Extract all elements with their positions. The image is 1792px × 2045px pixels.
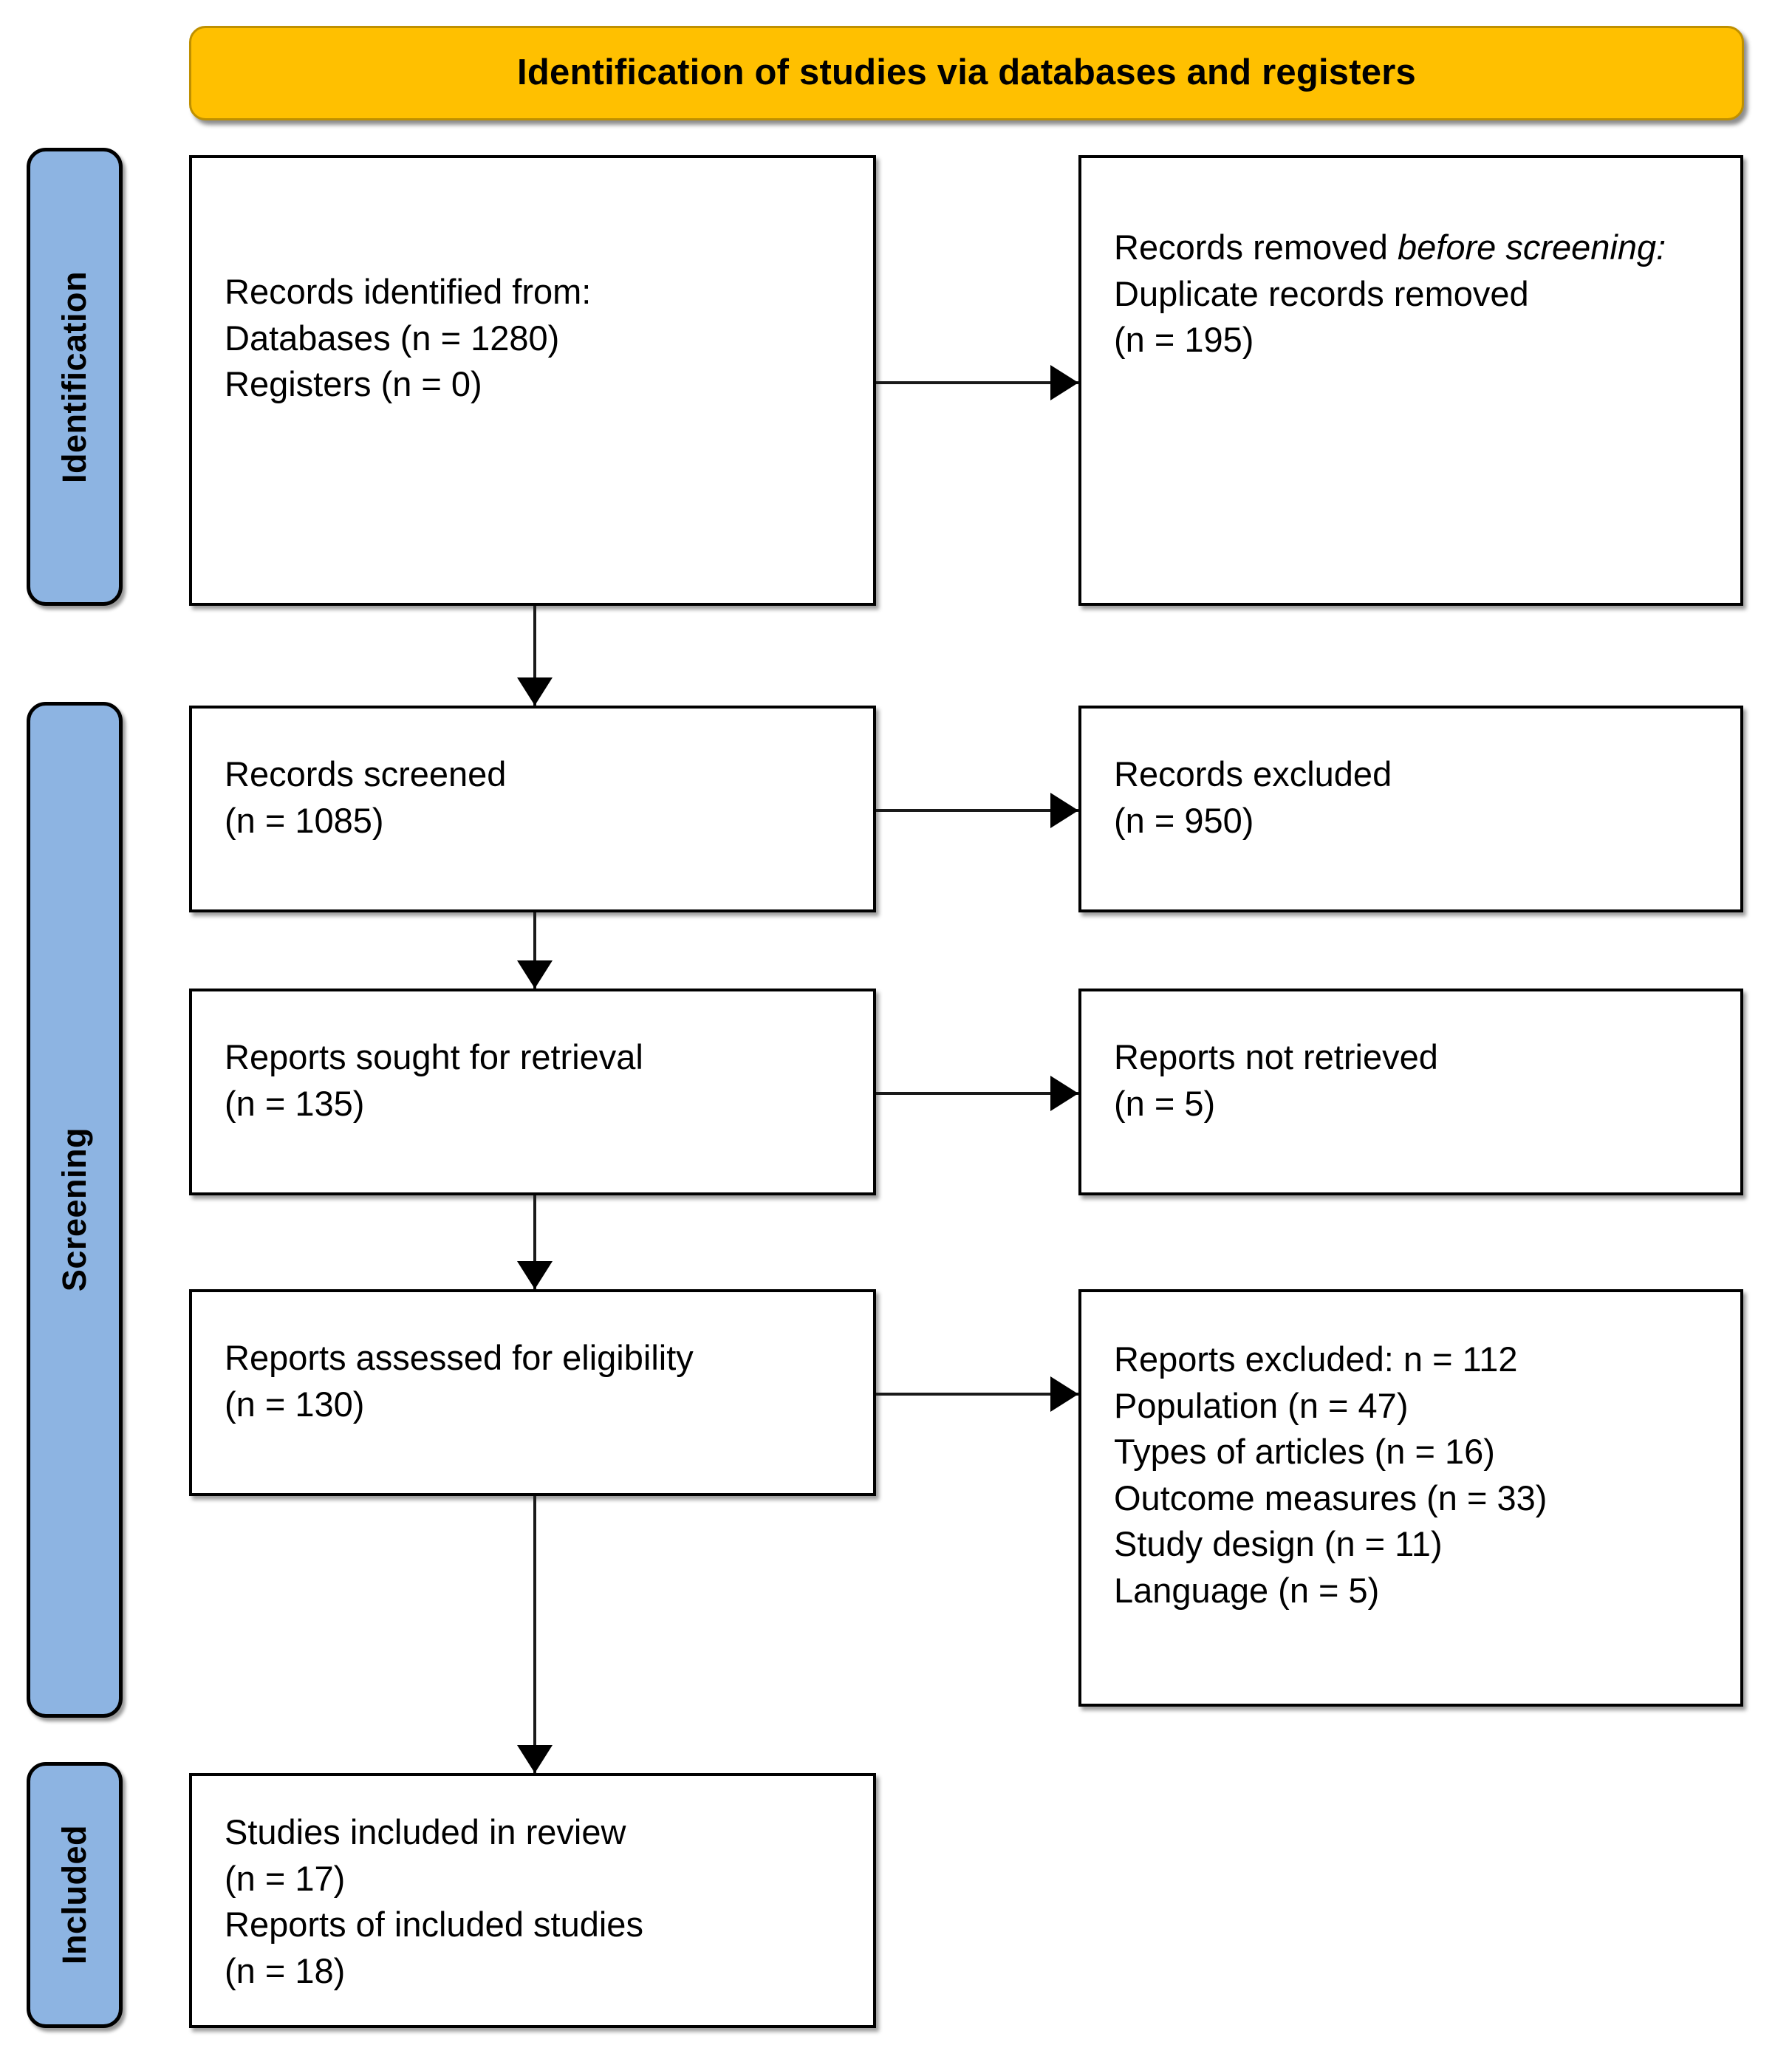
records-removed-line3: (n = 195) [1114, 320, 1254, 359]
diagram-header-banner: Identification of studies via databases … [189, 26, 1744, 120]
connector-assessed-to-excluded-reports [876, 1393, 1078, 1396]
records-removed-line2: Duplicate records removed [1114, 273, 1529, 313]
box-records-removed-text: Records removed before screening: Duplic… [1114, 225, 1726, 363]
connector-identified-to-screened [533, 606, 536, 706]
connector-assessed-to-included [533, 1496, 536, 1773]
records-removed-lead: Records removed [1114, 228, 1398, 267]
box-reports-excluded-reasons: Reports excluded: n = 112 Population (n … [1078, 1289, 1743, 1707]
box-reports-assessed-text: Reports assessed for eligibility (n = 13… [225, 1338, 694, 1424]
connector-sought-to-assessed [533, 1195, 536, 1289]
box-reports-sought-text: Reports sought for retrieval (n = 135) [225, 1037, 643, 1123]
connector-identified-to-removed [876, 381, 1078, 384]
arrow-down-icon-sought-to-assessed [517, 1261, 553, 1289]
box-reports-sought-for-retrieval: Reports sought for retrieval (n = 135) [189, 989, 876, 1195]
box-reports-excluded-text: Reports excluded: n = 112 Population (n … [1114, 1339, 1548, 1610]
arrow-down-icon-assessed-to-included [517, 1745, 553, 1773]
box-records-identified: Records identified from: Databases (n = … [189, 155, 876, 606]
arrow-right-icon-screened-to-excluded [1050, 793, 1078, 828]
stage-tab-identification: Identification [27, 148, 123, 606]
stage-label-screening: Screening [55, 1127, 93, 1292]
box-reports-not-retrieved: Reports not retrieved (n = 5) [1078, 989, 1743, 1195]
connector-sought-to-not-retrieved [876, 1092, 1078, 1095]
stage-label-included: Included [55, 1825, 93, 1965]
arrow-down-icon-screened-to-sought [517, 960, 553, 989]
connector-screened-to-excluded [876, 809, 1078, 812]
box-records-identified-text: Records identified from: Databases (n = … [225, 272, 592, 403]
diagram-title: Identification of studies via databases … [517, 52, 1416, 93]
box-reports-not-retrieved-text: Reports not retrieved (n = 5) [1114, 1037, 1438, 1123]
arrow-right-icon-assessed-to-excluded-reports [1050, 1376, 1078, 1412]
box-studies-included-text: Studies included in review (n = 17) Repo… [225, 1812, 643, 1990]
box-records-screened-text: Records screened (n = 1085) [225, 754, 507, 840]
box-records-removed-before-screening: Records removed before screening: Duplic… [1078, 155, 1743, 606]
stage-tab-screening: Screening [27, 702, 123, 1718]
arrow-right-icon-sought-to-not-retrieved [1050, 1076, 1078, 1111]
box-records-excluded: Records excluded (n = 950) [1078, 706, 1743, 912]
stage-tab-included: Included [27, 1762, 123, 2028]
arrow-down-icon-identified-to-screened [517, 677, 553, 706]
box-studies-included: Studies included in review (n = 17) Repo… [189, 1773, 876, 2028]
arrow-right-icon-identified-to-removed [1050, 365, 1078, 400]
box-reports-assessed-for-eligibility: Reports assessed for eligibility (n = 13… [189, 1289, 876, 1496]
stage-label-identification: Identification [55, 270, 93, 483]
records-removed-emphasis: before screening: [1398, 228, 1666, 267]
box-records-screened: Records screened (n = 1085) [189, 706, 876, 912]
box-records-excluded-text: Records excluded (n = 950) [1114, 754, 1392, 840]
connector-screened-to-sought [533, 912, 536, 989]
